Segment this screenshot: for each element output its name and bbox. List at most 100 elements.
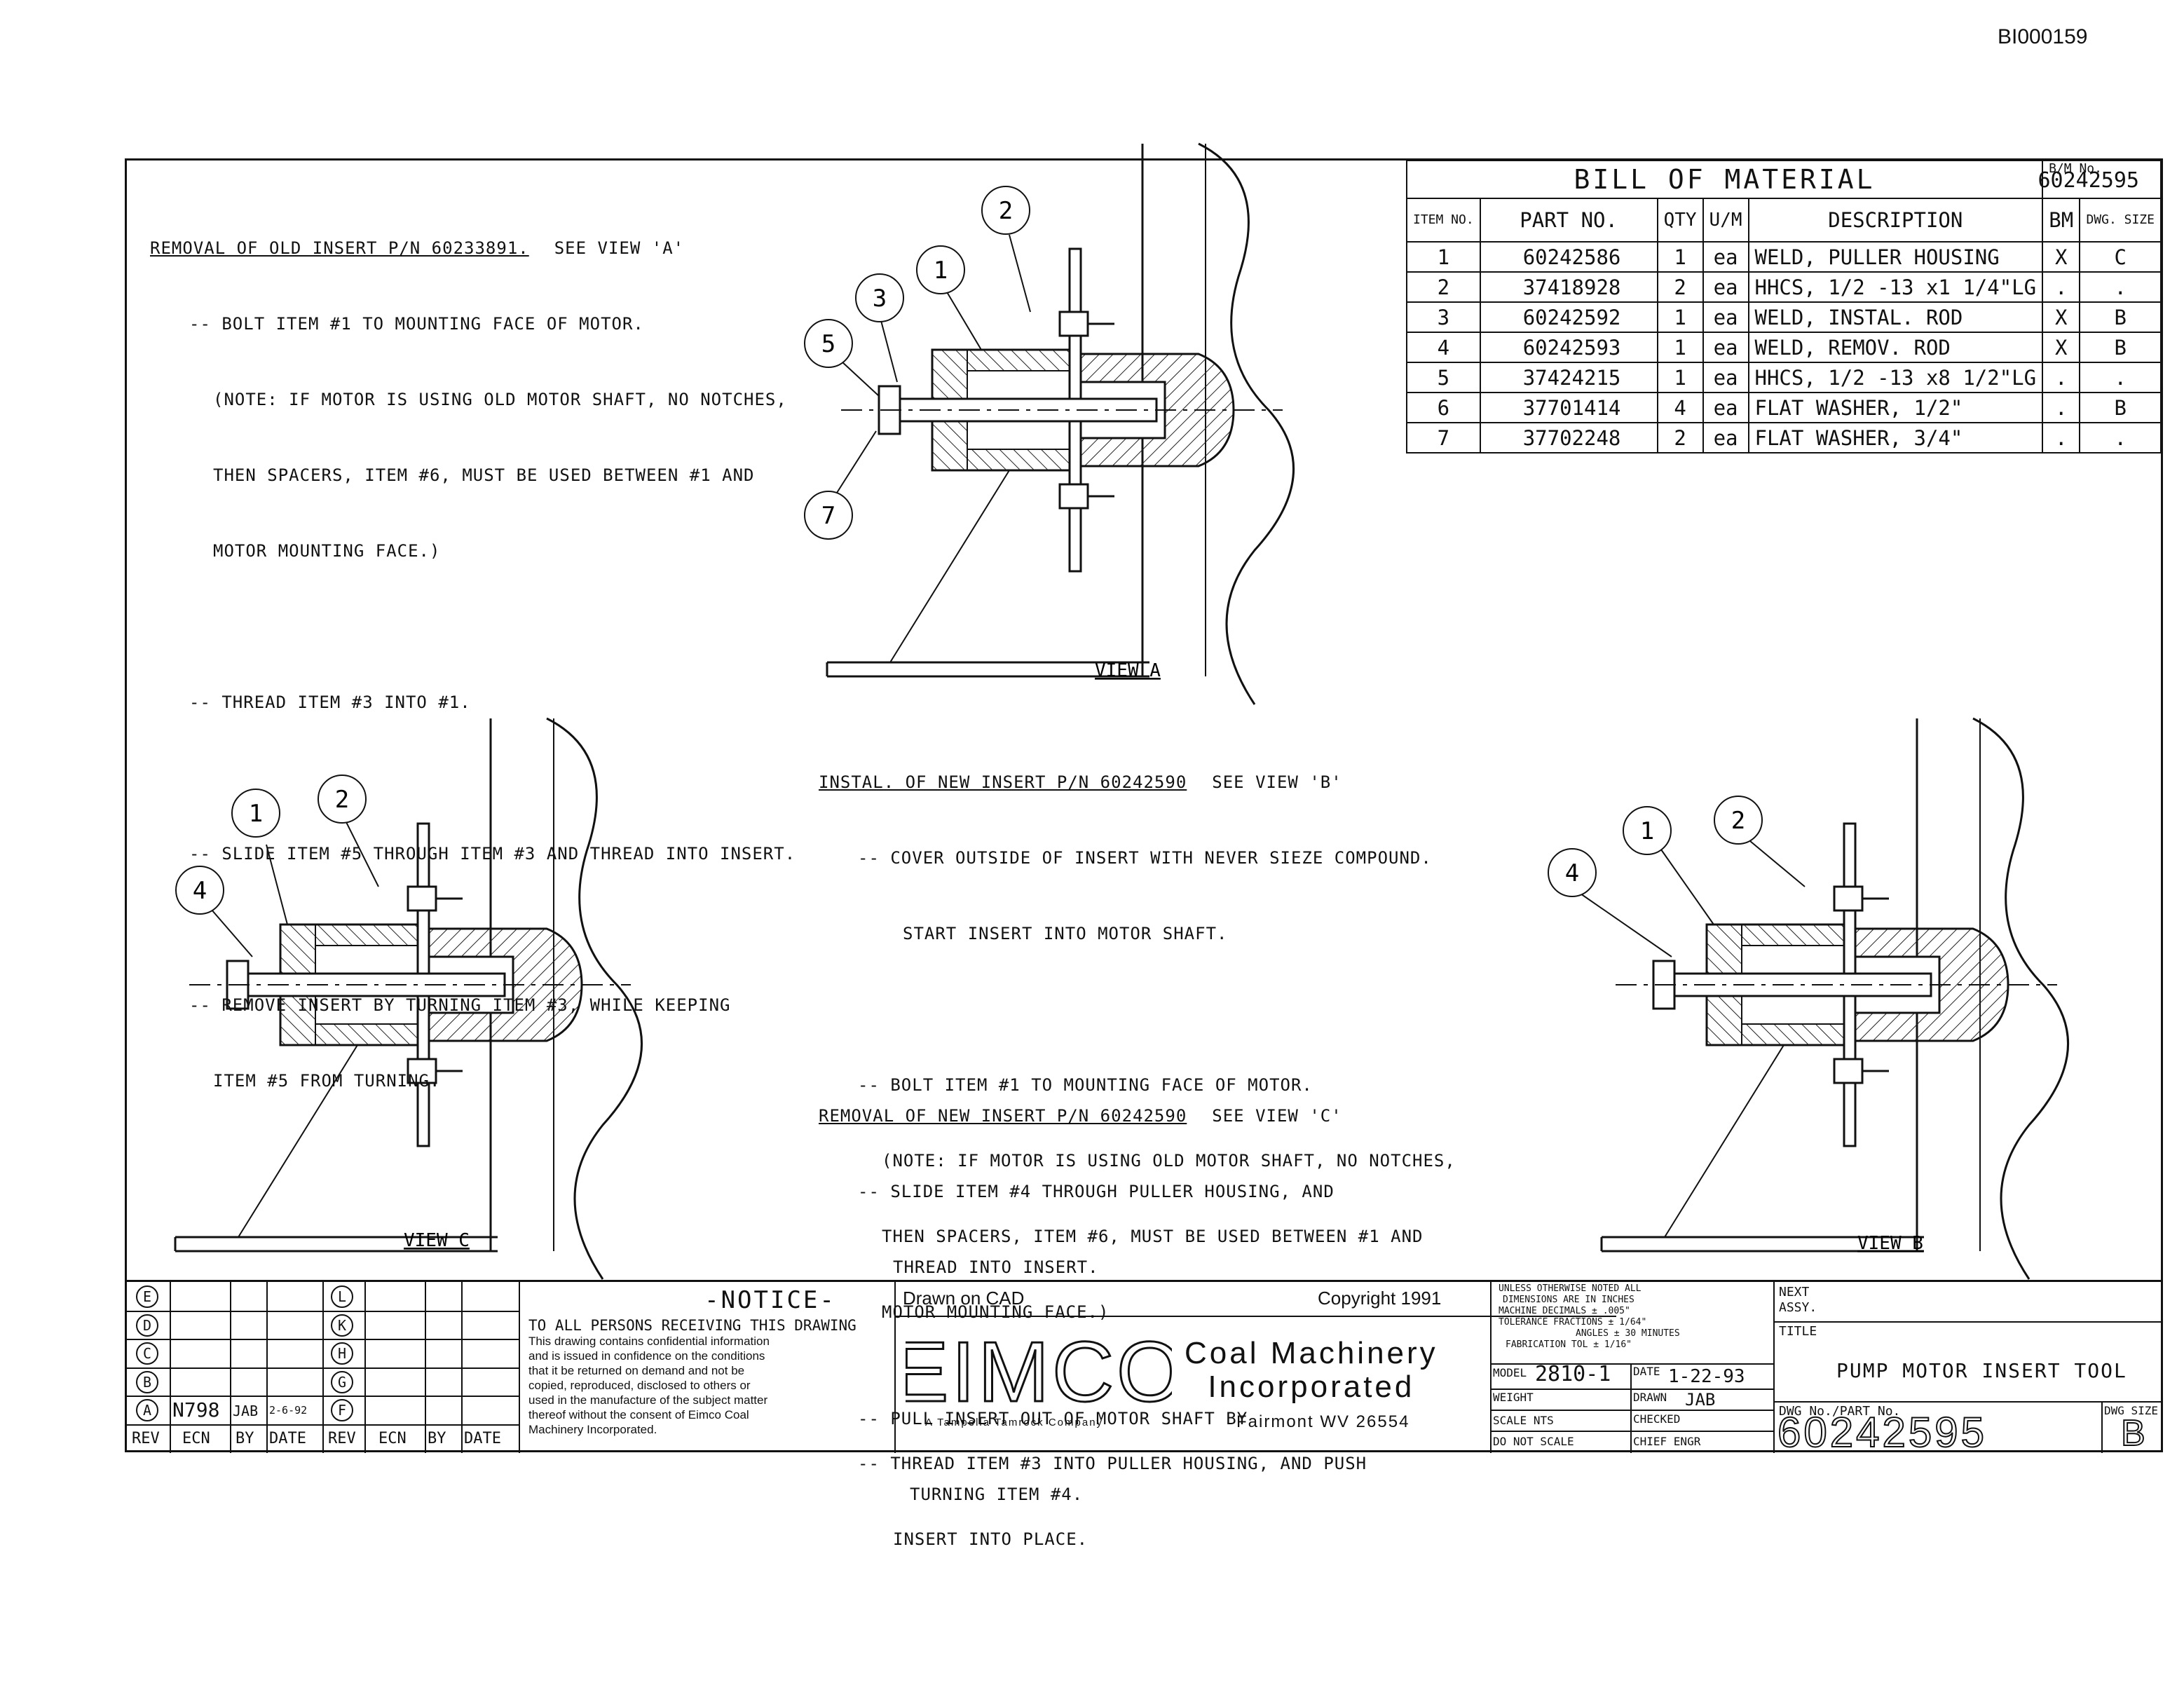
bom-cell-bm: . [2042, 422, 2081, 453]
bom-cell-part: 60242593 [1479, 332, 1658, 363]
notice-line: Machinery Incorporated. [528, 1423, 657, 1436]
balloon-1: 1 [916, 245, 965, 294]
balloon-4: 4 [175, 866, 224, 915]
balloon-2: 2 [981, 186, 1030, 235]
eimco-logo: EIMCO [906, 1331, 1172, 1415]
rev-grid-line [126, 1310, 519, 1312]
rev-letter: L [331, 1285, 353, 1308]
bom-cell-um: ea [1702, 271, 1749, 303]
rev-header: ECN [378, 1430, 407, 1447]
svg-text:7: 7 [821, 502, 835, 530]
bom-cell-item: 3 [1406, 301, 1481, 333]
rev-grid-line [126, 1367, 519, 1369]
drawn-value: JAB [1685, 1390, 1716, 1410]
rev-letter-circle: B [136, 1370, 158, 1393]
bom-cell-bm: . [2042, 362, 2081, 393]
bom-cell-desc: WELD, PULLER HOUSING [1747, 241, 2044, 273]
bom-cell-um: ea [1702, 332, 1749, 363]
svg-text:1: 1 [249, 800, 263, 828]
checked-label: CHECKED [1633, 1412, 1681, 1426]
balloon-3: 3 [855, 273, 904, 322]
bom-cell-um: ea [1702, 241, 1749, 273]
bom-cell-dwg: . [2079, 362, 2162, 393]
bom-cell-desc: HHCS, 1/2 -13 x8 1/2"LG [1747, 362, 2044, 393]
balloon-1: 1 [231, 789, 280, 838]
dwg-number: 60242595 [1777, 1408, 1987, 1457]
view-b-label: VIEW B [1857, 1233, 1923, 1254]
rev-header: REV [328, 1430, 356, 1447]
rev-letter: G [331, 1370, 353, 1393]
date-label: DATE [1633, 1365, 1660, 1378]
balloon-4: 4 [1548, 848, 1597, 897]
bm-number: B/M No.60242595 [2038, 160, 2162, 199]
bom-cell-qty: 1 [1656, 332, 1704, 363]
notice-line: This drawing contains confidential infor… [528, 1335, 770, 1348]
rev-letter: K [331, 1314, 353, 1337]
bom-cell-qty: 1 [1656, 362, 1704, 393]
rev-letter-circle: F [331, 1399, 353, 1422]
removal-old-notes: REMOVAL OF OLD INSERT P/N 60233891.SEE V… [150, 238, 796, 1091]
view-a-label: VIEW A [1095, 660, 1161, 681]
bom-cell-item: 4 [1406, 332, 1481, 363]
bom-cell-part: 37701414 [1479, 392, 1658, 423]
drawn-label: DRAWN [1633, 1391, 1667, 1404]
bom-cell-part: 60242586 [1479, 241, 1658, 273]
bom-cell-um: ea [1702, 362, 1749, 393]
bill-of-material: BILL OF MATERIAL B/M No.60242595 ITEM NO… [1405, 160, 2162, 453]
svg-text:1: 1 [1640, 817, 1654, 845]
bom-cell-um: ea [1702, 392, 1749, 423]
bom-cell-desc: FLAT WASHER, 3/4" [1747, 422, 2044, 453]
bom-cell-desc: WELD, REMOV. ROD [1747, 332, 2044, 363]
bom-cell-item: 2 [1406, 271, 1481, 303]
rev-letter: F [331, 1399, 353, 1422]
company-location: Fairmont WV 26554 [1236, 1412, 1410, 1431]
rev-header: DATE [269, 1430, 306, 1447]
bom-cell-dwg: . [2079, 271, 2162, 303]
rev-grid-line [126, 1339, 519, 1341]
confidentiality-notice: -NOTICE- TO ALL PERSONS RECEIVING THIS D… [528, 1286, 1012, 1437]
balloon-5: 5 [804, 319, 853, 368]
weight-label: WEIGHT [1493, 1391, 1534, 1404]
date-value: 1-22-93 [1668, 1366, 1745, 1387]
rev-letter-circle: H [331, 1342, 353, 1365]
rev-letter-circle: L [331, 1285, 353, 1308]
copyright: Copyright 1991 [1318, 1288, 1442, 1309]
svg-text:2: 2 [999, 197, 1013, 225]
drawn-on-cad: Drawn on CAD [903, 1288, 1025, 1309]
model-label: MODEL [1493, 1366, 1527, 1379]
bom-cell-item: 1 [1406, 241, 1481, 273]
company-tagline: A Tampella Tamrock Company [925, 1417, 1104, 1428]
next-assy-label: NEXT ASSY. [1779, 1285, 1817, 1315]
bom-cell-bm: X [2042, 301, 2081, 333]
bom-cell-part: 37702248 [1479, 422, 1658, 453]
rev-letter: D [136, 1314, 158, 1337]
rev-header: BY [236, 1430, 254, 1447]
svg-text:5: 5 [821, 330, 835, 358]
rev-letter: A [136, 1399, 158, 1422]
notice-line: thereof without the consent of Eimco Coa… [528, 1408, 749, 1421]
bom-cell-item: 7 [1406, 422, 1481, 453]
bom-cell-desc: HHCS, 1/2 -13 x1 1/4"LG [1747, 271, 2044, 303]
rev-header: DATE [464, 1430, 501, 1447]
balloon-2: 2 [318, 775, 367, 824]
bom-cell-bm: X [2042, 241, 2081, 273]
rev-header: BY [428, 1430, 446, 1447]
bom-cell-bm: . [2042, 271, 2081, 303]
rev-grid-line [126, 1396, 519, 1398]
drawing-frame [125, 158, 2163, 1452]
bom-cell-dwg: B [2079, 301, 2162, 333]
rev-letter: B [136, 1370, 158, 1393]
rev-letter-circle: C [136, 1342, 158, 1365]
dwg-number-label: DWG No./PART No. [1779, 1404, 1901, 1419]
balloon-7: 7 [804, 491, 853, 540]
do-not-scale: DO NOT SCALE [1493, 1435, 1574, 1448]
